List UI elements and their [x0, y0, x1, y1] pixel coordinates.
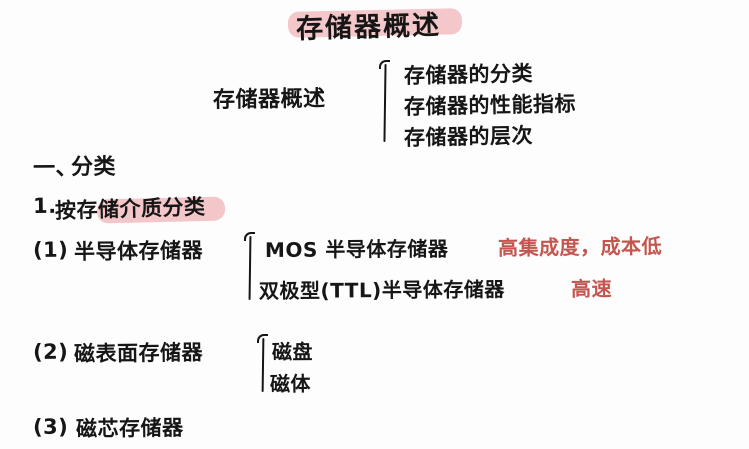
- overview-branch-1: 存储器的性能指标: [403, 91, 577, 119]
- subsection-heading-1-1: 按存储介质分类: [54, 194, 206, 223]
- item-2-branch-1: 磁体: [269, 371, 312, 396]
- item-2-brace: [256, 334, 270, 396]
- overview-label: 存储器概述: [212, 86, 326, 113]
- overview-brace: [378, 60, 392, 146]
- subsection-number-1-1: 1.: [32, 193, 57, 218]
- item-label-3: 磁芯存储器: [75, 415, 184, 441]
- item-1-brace: [243, 232, 257, 304]
- item-1-branch-0-annotation: 高集成度，成本低: [497, 233, 663, 260]
- item-1-branch-0: MOS 半导体存储器: [264, 236, 449, 262]
- item-2-branch-0: 磁盘: [271, 339, 314, 364]
- item-number-3: (3): [32, 414, 69, 439]
- page-title: 存储器概述: [295, 9, 442, 45]
- item-number-1: (1): [32, 237, 69, 262]
- section-heading-1: 分类: [70, 154, 117, 180]
- item-number-2: (2): [32, 339, 69, 364]
- item-label-1: 半导体存储器: [73, 238, 204, 264]
- item-1-branch-1-annotation: 高速: [570, 276, 613, 301]
- overview-branch-0: 存储器的分类: [403, 61, 534, 88]
- overview-branch-2: 存储器的层次: [403, 123, 534, 150]
- item-label-2: 磁表面存储器: [73, 340, 204, 366]
- item-1-branch-1: 双极型(TTL)半导体存储器: [258, 277, 505, 303]
